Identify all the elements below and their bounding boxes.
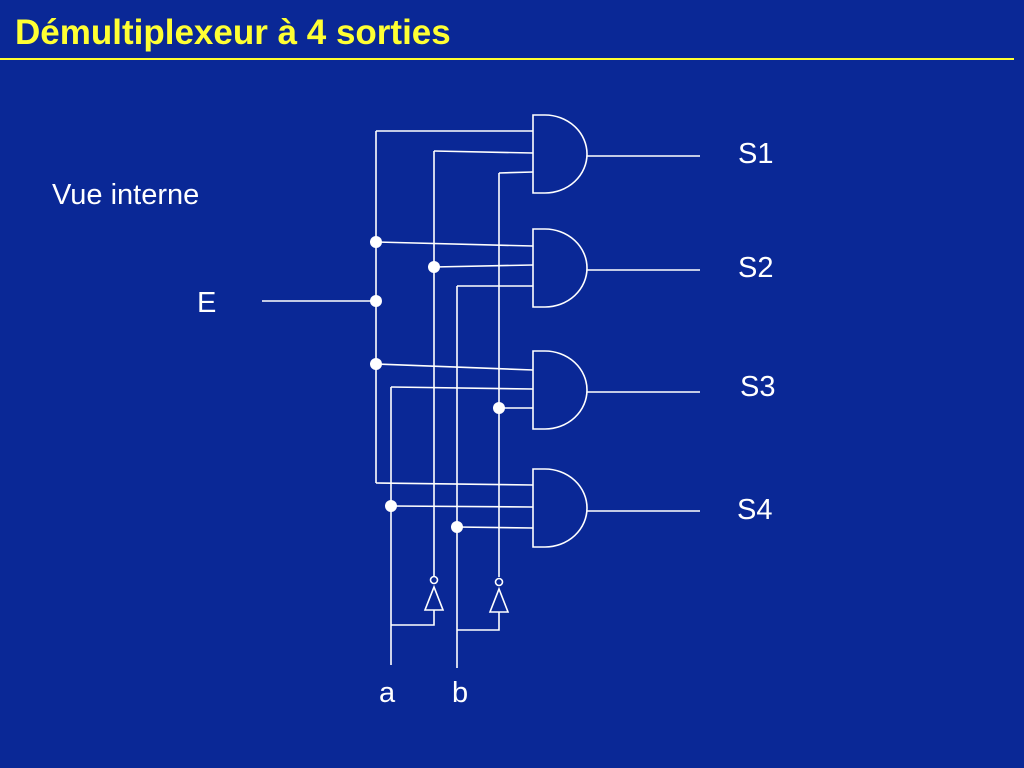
and-gate-s1 bbox=[532, 114, 588, 194]
e-branch-s2 bbox=[375, 241, 534, 247]
junction-dot bbox=[451, 521, 463, 533]
output-label-s3: S3 bbox=[740, 371, 775, 403]
and-gate-s3 bbox=[532, 350, 588, 430]
select-label-a: a bbox=[379, 677, 396, 709]
not-a-branch-s1 bbox=[433, 150, 534, 154]
a-branch-s3 bbox=[390, 386, 534, 390]
output-label-s2: S2 bbox=[738, 252, 773, 284]
title-underline bbox=[0, 58, 1014, 60]
input-e-label: E bbox=[197, 287, 216, 319]
slide-title: Démultiplexeur à 4 sorties bbox=[15, 13, 451, 52]
output-label-s1: S1 bbox=[738, 138, 773, 170]
and-gate-s4 bbox=[532, 468, 588, 548]
not-gate-b bbox=[488, 577, 510, 613]
e-branch-s4 bbox=[375, 482, 534, 486]
junction-dot bbox=[370, 295, 382, 307]
not-b-branch-s1 bbox=[498, 171, 534, 174]
e-branch-s3 bbox=[375, 363, 534, 371]
junction-dot bbox=[370, 236, 382, 248]
subtitle-vue-interne: Vue interne bbox=[52, 179, 199, 211]
not-gate-a bbox=[423, 575, 445, 611]
and-gate-s2 bbox=[532, 228, 588, 308]
a-branch-s4 bbox=[390, 505, 534, 508]
junction-dot bbox=[385, 500, 397, 512]
not-a-branch-s2 bbox=[433, 264, 534, 268]
select-label-b: b bbox=[452, 677, 468, 709]
junction-dot bbox=[370, 358, 382, 370]
b-branch-s4 bbox=[456, 526, 534, 529]
b-to-not-b-wire bbox=[457, 612, 500, 631]
junction-dot bbox=[493, 402, 505, 414]
junction-dot bbox=[428, 261, 440, 273]
output-label-s4: S4 bbox=[737, 494, 772, 526]
a-to-not-a-wire bbox=[391, 610, 435, 626]
